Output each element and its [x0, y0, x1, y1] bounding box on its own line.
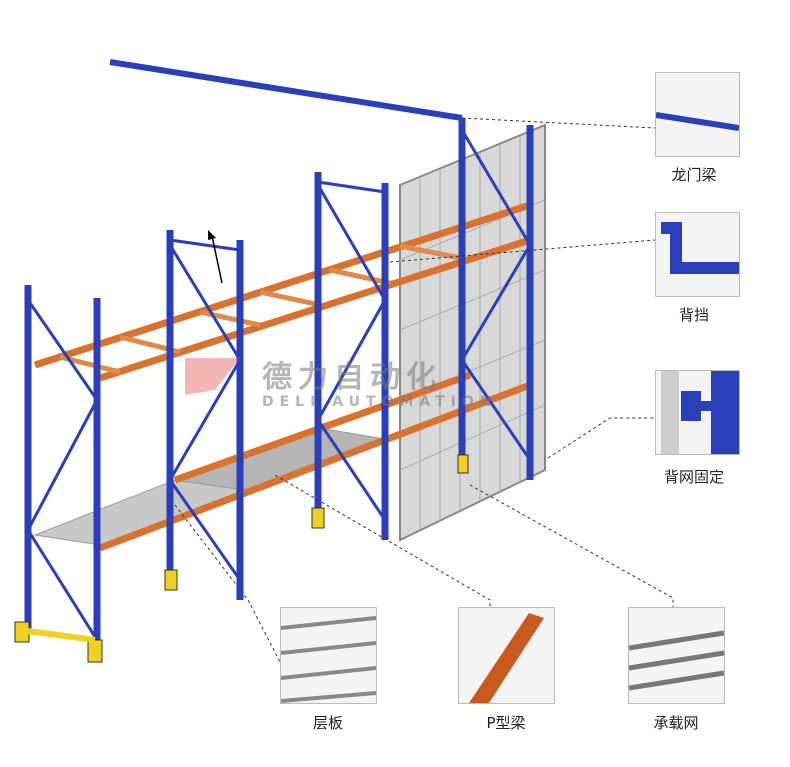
watermark: 德力自动化 DELI AUTOMATION	[262, 352, 497, 410]
gantry-beam-thumbnail	[655, 72, 740, 157]
back-mesh-panel	[399, 123, 546, 542]
column-guards	[14, 454, 469, 663]
label-gantry-beam: 龙门梁	[671, 166, 717, 184]
gantry-beam	[109, 59, 463, 121]
upright-frames	[24, 118, 534, 660]
label-load-mesh: 承载网	[653, 714, 699, 732]
leader-lines	[174, 117, 674, 663]
label-mesh-fixing: 背网固定	[663, 468, 724, 486]
back-stop-thumbnail	[655, 212, 740, 297]
watermark-logo	[185, 358, 240, 395]
p-beam-thumbnail	[458, 607, 555, 704]
mesh-fixing-thumbnail	[655, 370, 740, 455]
load-mesh-thumbnail	[628, 607, 725, 704]
watermark-cn: 德力自动化	[262, 360, 442, 395]
label-p-beam: P型梁	[486, 714, 526, 732]
label-back-stop: 背挡	[678, 306, 709, 324]
shelf-panel-thumbnail	[280, 607, 377, 704]
watermark-en: DELI AUTOMATION	[262, 394, 498, 410]
label-shelf-panel: 层板	[312, 714, 343, 732]
